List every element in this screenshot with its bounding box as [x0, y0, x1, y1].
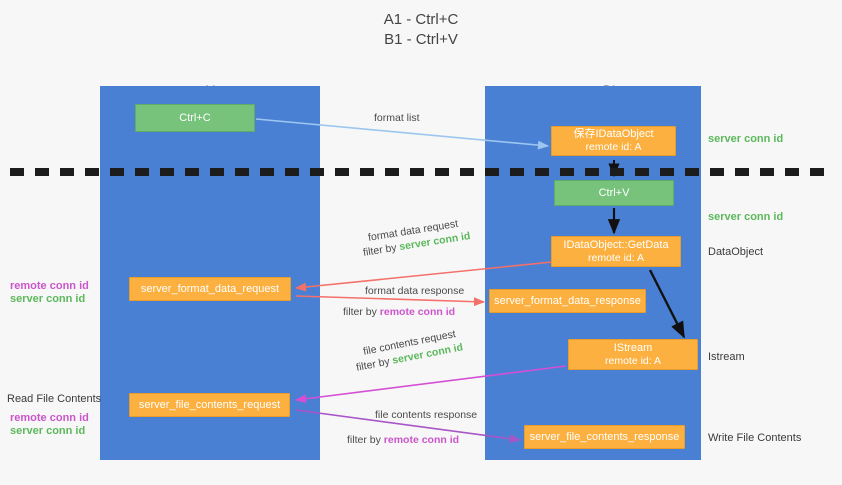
divider-dash — [385, 168, 399, 176]
divider-dash — [610, 168, 624, 176]
divider-dash — [135, 168, 149, 176]
label-write-file-contents: Write File Contents — [708, 432, 802, 444]
edge-label-format-data-response: format data response — [365, 285, 465, 297]
box-server-file-contents-response-label: server_file_contents_response — [529, 430, 680, 443]
box-server-file-contents-response[interactable]: server_file_contents_response — [524, 425, 685, 449]
divider-dash — [260, 168, 274, 176]
label-server-conn-id-mid: server conn id — [708, 211, 784, 223]
divider-dash — [410, 168, 424, 176]
divider-dash — [710, 168, 724, 176]
divider-dash — [235, 168, 249, 176]
label-remote-conn-id-mid: remote conn id — [10, 280, 89, 292]
box-getdata-line1: IDataObject::GetData — [563, 238, 669, 251]
divider-dash — [285, 168, 299, 176]
divider-dash — [685, 168, 699, 176]
divider-dash — [160, 168, 174, 176]
box-server-format-data-request-label: server_format_data_request — [140, 282, 280, 295]
divider-dash — [185, 168, 199, 176]
divider-dash — [810, 168, 824, 176]
box-idataobject-getdata[interactable]: IDataObject::GetData remote id: A — [551, 236, 681, 267]
divider-dash — [360, 168, 374, 176]
divider-dash — [560, 168, 574, 176]
divider-dash — [535, 168, 549, 176]
divider-dash — [35, 168, 49, 176]
divider-dash — [335, 168, 349, 176]
divider-dash — [210, 168, 224, 176]
filter-prefix: filter by — [355, 354, 394, 374]
divider-dash — [10, 168, 24, 176]
filter-prefix: filter by — [343, 306, 380, 318]
page-title: A1 - Ctrl+C B1 - Ctrl+V — [383, 11, 459, 48]
box-istream-line1: IStream — [613, 341, 653, 354]
box-istream[interactable]: IStream remote id: A — [568, 339, 698, 370]
box-ctrl-c-label: Ctrl+C — [179, 111, 211, 124]
edge-label-format-data-response-filter: filter by remote conn id — [343, 305, 455, 319]
divider-dash — [585, 168, 599, 176]
label-istream: Istream — [708, 351, 745, 363]
divider-dash — [660, 168, 674, 176]
box-idataobject[interactable]: 保存IDataObject remote id: A — [551, 126, 676, 156]
edge-label-file-contents-response-filter: filter by remote conn id — [347, 433, 459, 447]
box-server-file-contents-request[interactable]: server_file_contents_request — [129, 393, 290, 417]
box-idataobject-line1: 保存IDataObject — [573, 128, 654, 140]
divider-dash — [460, 168, 474, 176]
label-remote-conn-id-bottom: remote conn id — [10, 412, 89, 424]
divider-dash — [435, 168, 449, 176]
divider-dash — [635, 168, 649, 176]
label-dataobject: DataObject — [708, 246, 764, 258]
divider-dash — [785, 168, 799, 176]
divider-dash — [310, 168, 324, 176]
filter-prefix: filter by — [362, 241, 401, 259]
label-server-conn-id-top: server conn id — [708, 133, 784, 145]
edge-label-file-contents-response: file contents response — [375, 409, 478, 421]
label-server-conn-id-left-mid: server conn id — [10, 293, 86, 305]
divider-dash — [60, 168, 74, 176]
box-server-format-data-request[interactable]: server_format_data_request — [129, 277, 291, 301]
box-ctrl-v[interactable]: Ctrl+V — [554, 180, 674, 206]
label-read-file-contents: Read File Contents — [7, 393, 102, 405]
box-getdata-line2: remote id: A — [587, 251, 645, 264]
divider-dash — [110, 168, 124, 176]
filter-key-remote-conn-id: remote conn id — [383, 434, 460, 446]
label-server-conn-id-bottom: server conn id — [10, 425, 86, 437]
divider-dashed-line — [10, 168, 832, 176]
filter-key-remote-conn-id: remote conn id — [379, 306, 456, 318]
edge-label-format-list: format list — [374, 112, 420, 124]
divider-dash — [485, 168, 499, 176]
box-istream-line2: remote id: A — [604, 354, 662, 367]
box-server-file-contents-request-label: server_file_contents_request — [138, 398, 281, 411]
divider-dash — [735, 168, 749, 176]
box-ctrl-v-label: Ctrl+V — [598, 186, 630, 199]
box-server-format-data-response[interactable]: server_format_data_response — [489, 289, 646, 313]
box-server-format-data-response-label: server_format_data_response — [494, 294, 641, 307]
divider-dash — [760, 168, 774, 176]
filter-prefix: filter by — [347, 434, 384, 446]
box-idataobject-line2: remote id: A — [585, 141, 642, 153]
divider-dash — [85, 168, 99, 176]
box-ctrl-c[interactable]: Ctrl+C — [135, 104, 255, 132]
divider-dash — [510, 168, 524, 176]
